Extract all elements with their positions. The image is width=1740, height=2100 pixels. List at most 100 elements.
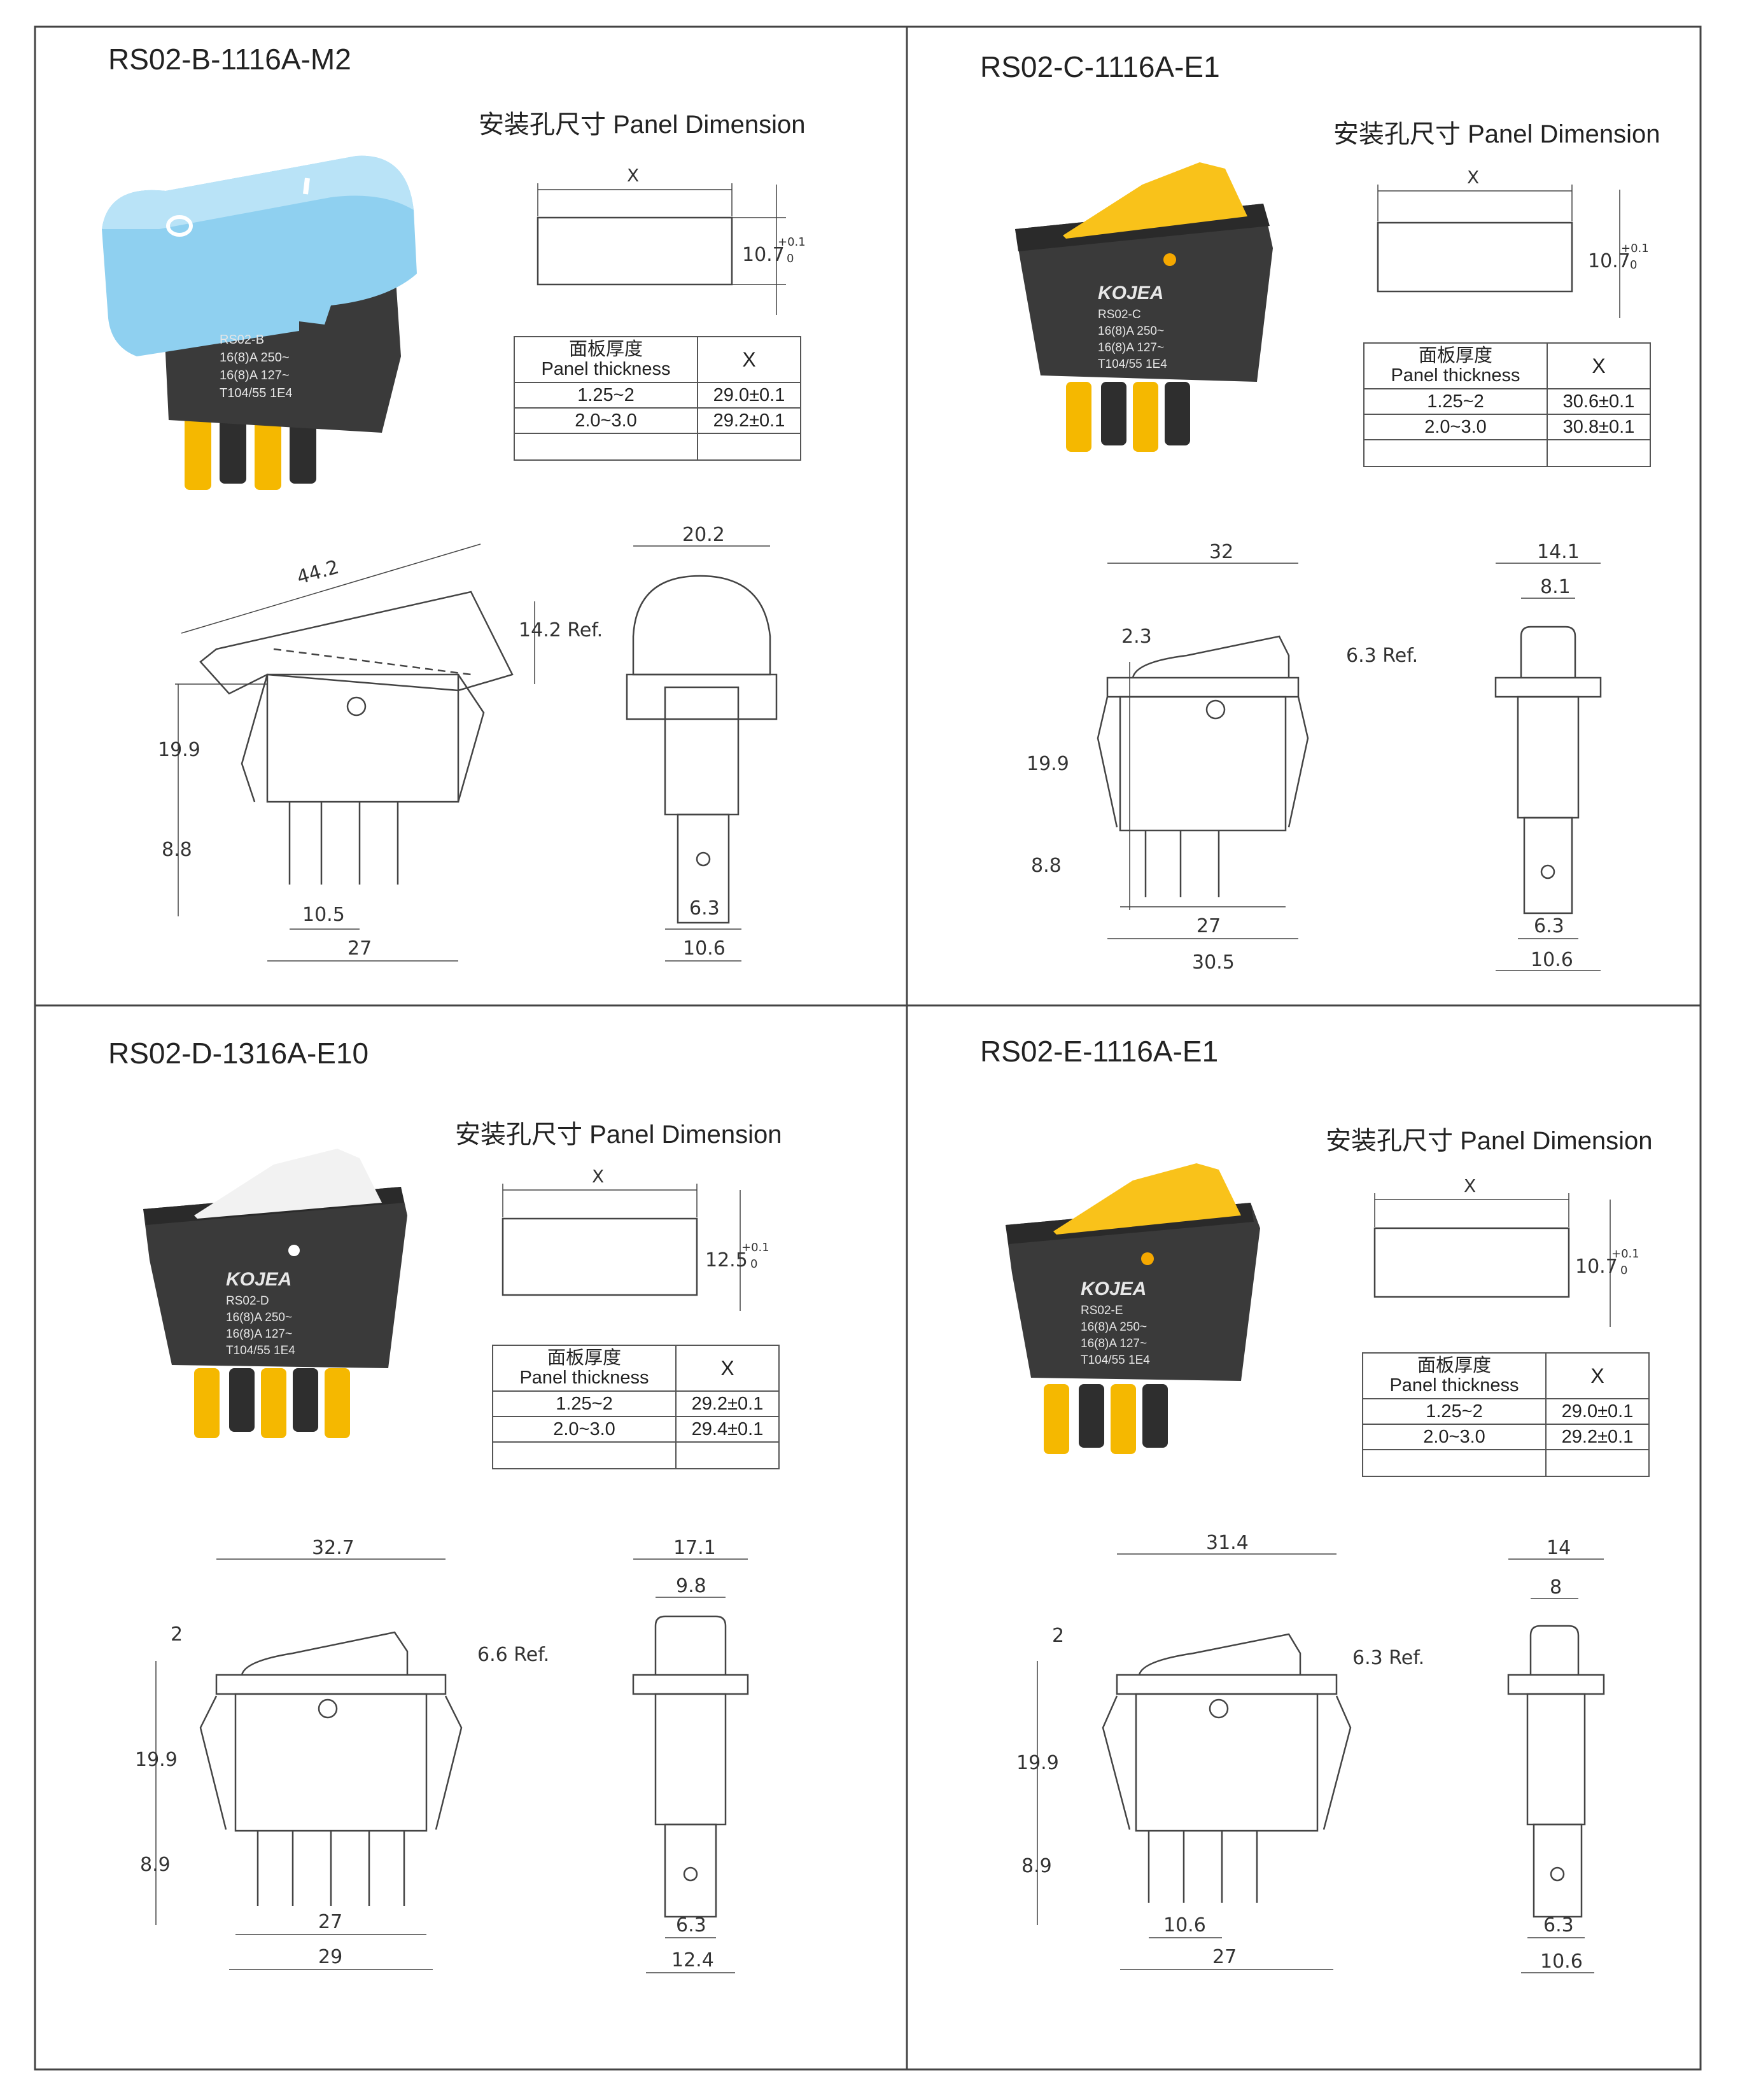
hole-height: 10.7 bbox=[742, 244, 785, 266]
dim-step: 2.3 bbox=[1121, 626, 1152, 648]
pins bbox=[185, 414, 316, 490]
panel-hole-drawing: X 10.7 +0.1 0 bbox=[537, 165, 806, 315]
switch-label-line: T104/55 1E4 bbox=[220, 386, 293, 400]
dim-side-bottom: 10.6 bbox=[1540, 1950, 1583, 1973]
hole-height: 10.7 bbox=[1588, 250, 1631, 272]
panel-rs02-c: RS02-C-1116A-E1 安装孔尺寸 Panel Dimension X … bbox=[907, 0, 1701, 1005]
table-cell-x: 29.0±0.1 bbox=[697, 382, 801, 409]
dim-pin-length: 8.8 bbox=[1031, 855, 1062, 877]
dim-step: 2 bbox=[1052, 1625, 1064, 1647]
tolerance-upper: +0.1 bbox=[741, 1241, 769, 1254]
panel-hole-drawing: X 10.7 +0.1 0 bbox=[1373, 1175, 1639, 1327]
table-cell-x: 29.4±0.1 bbox=[675, 1416, 780, 1443]
switch-label-line: 16(8)A 127~ bbox=[1098, 341, 1164, 354]
switch-label-line: RS02-C bbox=[1098, 308, 1141, 321]
dim-pin-pitch: 10.5 bbox=[302, 904, 345, 926]
table-cell-thickness: 2.0~3.0 bbox=[492, 1416, 677, 1443]
switch-label-line: RS02-B bbox=[220, 333, 264, 347]
table-cell-x: 29.0±0.1 bbox=[1545, 1398, 1650, 1425]
dim-pin-width: 6.3 bbox=[676, 1914, 706, 1936]
table-header-cn: 面板厚度 bbox=[568, 339, 643, 360]
table-cell-thickness: 1.25~2 bbox=[1362, 1398, 1547, 1425]
brand-label: KOJEA bbox=[226, 1269, 291, 1290]
dim-pin-length: 8.9 bbox=[140, 1854, 171, 1876]
technical-drawing: 44.2 14.2 Ref. 19.9 8.8 10.5 27 20.2 6.3… bbox=[158, 524, 778, 962]
dim-step: 2 bbox=[171, 1623, 183, 1646]
panel-dimension-label: 安装孔尺寸 Panel Dimension bbox=[455, 1121, 782, 1149]
table-header-x: X bbox=[675, 1345, 780, 1392]
switch-label-line: T104/55 1E4 bbox=[226, 1344, 295, 1357]
dim-pin-length: 8.8 bbox=[162, 839, 192, 861]
dim-bottom-width: 27 bbox=[1196, 915, 1221, 937]
table-header-x: X bbox=[697, 336, 801, 383]
table-header-cn: 面板厚度 bbox=[1418, 346, 1492, 366]
dim-bottom-width: 27 bbox=[1212, 1946, 1237, 1968]
tolerance-lower: 0 bbox=[1630, 258, 1637, 272]
dim-body-height: 19.9 bbox=[1027, 753, 1069, 775]
dim-side-width: 17.1 bbox=[673, 1537, 716, 1559]
switch-label-line: 16(8)A 127~ bbox=[220, 368, 290, 382]
panel-dimension-label: 安装孔尺寸 Panel Dimension bbox=[1326, 1127, 1653, 1155]
table-cell-x: 30.6±0.1 bbox=[1547, 388, 1651, 415]
table-header-en: Panel thickness bbox=[1389, 1375, 1519, 1396]
brand-label: KOJEA bbox=[1098, 283, 1163, 304]
table-cell-thickness: 2.0~3.0 bbox=[1363, 414, 1548, 440]
table-cell-thickness: 1.25~2 bbox=[492, 1390, 677, 1417]
dim-top-width: 32.7 bbox=[312, 1537, 354, 1559]
hole-x-label: X bbox=[1464, 1175, 1476, 1196]
switch-label-line: 16(8)A 127~ bbox=[226, 1327, 292, 1341]
switch-label-line: T104/55 1E4 bbox=[1081, 1354, 1150, 1367]
table-header-en: Panel thickness bbox=[519, 1368, 649, 1388]
switch-product-image: KOJEA RS02-C 16(8)A 250~ 16(8)A 127~ T10… bbox=[1015, 162, 1273, 452]
hole-x-label: X bbox=[592, 1166, 604, 1187]
switch-label-line: 16(8)A 250~ bbox=[1098, 325, 1164, 338]
switch-label-line: 16(8)A 250~ bbox=[226, 1311, 292, 1324]
tolerance-lower: 0 bbox=[787, 252, 794, 265]
model-title: RS02-D-1316A-E10 bbox=[108, 1037, 369, 1070]
tolerance-upper: +0.1 bbox=[778, 235, 806, 249]
table-cell-thickness: 2.0~3.0 bbox=[514, 407, 698, 434]
dim-side-width: 20.2 bbox=[682, 524, 725, 546]
switch-label-line: T104/55 1E4 bbox=[1098, 358, 1167, 371]
dim-pin-width: 6.3 bbox=[689, 897, 720, 920]
dim-bottom-width: 27 bbox=[347, 937, 372, 960]
panel-rs02-e: RS02-E-1116A-E1 安装孔尺寸 Panel Dimension X … bbox=[907, 1005, 1701, 2069]
hole-height: 10.7 bbox=[1575, 1256, 1618, 1278]
switch-label-line: 16(8)A 127~ bbox=[1081, 1337, 1147, 1350]
panel-hole-drawing: X 10.7 +0.1 0 bbox=[1377, 167, 1649, 318]
switch-product-image: KOJEA RS02-D 16(8)A 250~ 16(8)A 127~ T10… bbox=[143, 1149, 407, 1438]
hole-x-label: X bbox=[627, 165, 639, 186]
dim-total-width: 30.5 bbox=[1192, 951, 1235, 974]
table-cell-x: 29.2±0.1 bbox=[697, 407, 801, 434]
table-header-cn: 面板厚度 bbox=[547, 1348, 621, 1368]
dim-pin-pitch: 10.6 bbox=[1163, 1914, 1206, 1936]
tolerance-upper: +0.1 bbox=[1611, 1247, 1639, 1261]
brand-label: KOJEA bbox=[1081, 1278, 1146, 1299]
table-cell-x: 29.2±0.1 bbox=[1545, 1424, 1650, 1450]
switch-product-image: RS02-B 16(8)A 250~ 16(8)A 127~ T104/55 1… bbox=[102, 155, 417, 490]
dim-side-width: 14 bbox=[1547, 1537, 1571, 1559]
tolerance-lower: 0 bbox=[1620, 1264, 1627, 1277]
table-cell-thickness: 2.0~3.0 bbox=[1362, 1424, 1547, 1450]
dim-ref-height: 6.3 Ref. bbox=[1352, 1647, 1424, 1669]
hole-height: 12.5 bbox=[705, 1249, 748, 1271]
table-cell-thickness: 1.25~2 bbox=[1363, 388, 1548, 415]
switch-label-line: RS02-D bbox=[226, 1294, 269, 1308]
tolerance-lower: 0 bbox=[750, 1257, 757, 1271]
switch-label-line: 16(8)A 250~ bbox=[1081, 1320, 1147, 1334]
table-cell-thickness: 1.25~2 bbox=[514, 382, 698, 409]
table-header-cn: 面板厚度 bbox=[1417, 1355, 1491, 1376]
model-title: RS02-B-1116A-M2 bbox=[108, 43, 351, 76]
dim-total-width: 29 bbox=[318, 1946, 342, 1968]
table-header-x: X bbox=[1545, 1352, 1650, 1399]
model-title: RS02-C-1116A-E1 bbox=[980, 50, 1220, 83]
table-cell-x: 30.8±0.1 bbox=[1547, 414, 1651, 440]
dim-pin-width: 6.3 bbox=[1534, 915, 1564, 937]
hole-x-label: X bbox=[1467, 167, 1479, 188]
table-header-en: Panel thickness bbox=[1391, 365, 1520, 386]
panel-rs02-d: RS02-D-1316A-E10 安装孔尺寸 Panel Dimension X… bbox=[0, 1005, 907, 2069]
